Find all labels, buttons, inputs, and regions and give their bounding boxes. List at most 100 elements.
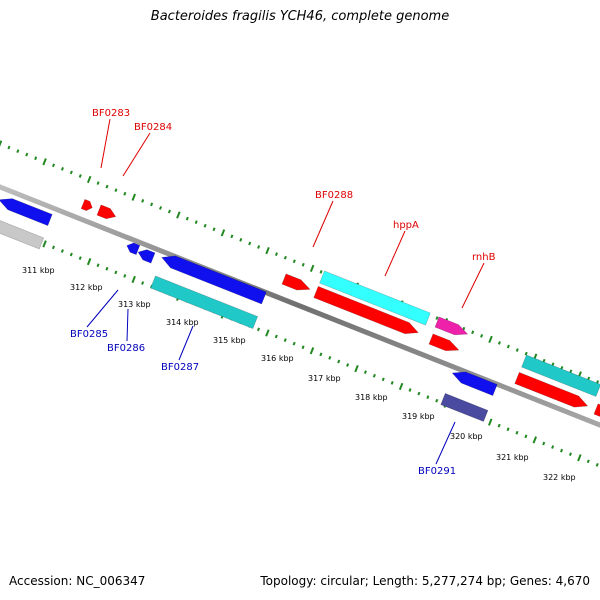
- gene-label[interactable]: BF0287: [161, 362, 199, 373]
- gene-bar-bf0291: [440, 393, 489, 422]
- minor-tick: [230, 234, 234, 239]
- minor-tick: [96, 263, 100, 268]
- minor-tick: [78, 256, 82, 260]
- minor-tick: [141, 198, 145, 203]
- minor-tick: [185, 216, 189, 221]
- major-tick: [265, 329, 270, 337]
- minor-tick: [551, 445, 555, 449]
- scale-label: 312 kbp: [70, 283, 103, 292]
- gene-label[interactable]: BF0286: [107, 343, 145, 354]
- scale-label: 322 kbp: [543, 473, 576, 482]
- genome-summary-text: Topology: circular; Length: 5,277,274 bp…: [260, 574, 590, 588]
- minor-tick: [114, 270, 118, 275]
- major-tick: [354, 364, 359, 373]
- major-tick: [398, 382, 404, 391]
- gene-arrow-rnhb: [434, 316, 469, 336]
- gene-features: [0, 198, 600, 422]
- minor-tick: [78, 174, 82, 178]
- inner-tick-ring: [0, 222, 599, 467]
- minor-tick: [346, 363, 350, 367]
- major-tick: [265, 246, 270, 255]
- minor-tick: [114, 188, 118, 193]
- minor-tick: [515, 348, 519, 352]
- minor-tick: [569, 369, 573, 374]
- minor-tick: [408, 388, 412, 392]
- minor-tick: [568, 452, 572, 457]
- minor-tick: [363, 370, 367, 375]
- minor-tick: [141, 281, 145, 285]
- minor-tick: [542, 358, 546, 363]
- major-tick: [220, 229, 226, 237]
- major-tick: [86, 175, 92, 184]
- minor-tick: [239, 238, 243, 242]
- minor-tick: [497, 423, 501, 428]
- scale-label: 316 kbp: [261, 354, 294, 363]
- minor-tick: [283, 338, 287, 342]
- minor-tick: [69, 170, 73, 175]
- gene-arrow-blue-right: [451, 371, 498, 396]
- gene-arrow-bf0287: [161, 255, 267, 305]
- accession-text: Accession: NC_006347: [9, 574, 146, 588]
- gene-arrow-red-2: [428, 333, 460, 352]
- minor-tick: [586, 459, 590, 464]
- scale-label: 321 kbp: [496, 453, 529, 462]
- major-tick: [488, 335, 493, 344]
- minor-tick: [587, 376, 591, 381]
- minor-tick: [435, 316, 439, 320]
- callout-leader-line: [122, 132, 151, 177]
- gene-arrow-bf0286: [137, 249, 156, 264]
- gene-bar-gray-left: [0, 220, 45, 250]
- minor-tick: [506, 344, 510, 349]
- minor-tick: [7, 145, 11, 150]
- minor-tick: [515, 430, 519, 435]
- scale-label: 320 kbp: [450, 432, 483, 441]
- minor-tick: [123, 191, 127, 196]
- minor-tick: [256, 327, 261, 332]
- gene-label[interactable]: BF0285: [70, 329, 108, 340]
- gene-label[interactable]: BF0291: [418, 466, 456, 477]
- major-tick: [131, 193, 136, 201]
- major-tick: [0, 140, 3, 147]
- minor-tick: [60, 167, 64, 171]
- gene-label[interactable]: BF0283: [92, 108, 130, 119]
- minor-tick: [417, 391, 421, 396]
- minor-tick: [69, 252, 73, 257]
- callout-leader-line: [461, 262, 485, 309]
- callout-leader-line: [384, 230, 406, 277]
- minor-tick: [381, 377, 385, 382]
- minor-tick: [560, 365, 564, 370]
- major-tick: [577, 454, 582, 462]
- minor-tick: [51, 163, 56, 168]
- gene-arrow-bf0288: [281, 273, 311, 291]
- minor-tick: [51, 245, 55, 250]
- callout-leader-line: [86, 289, 119, 328]
- gene-label[interactable]: BF0284: [134, 122, 172, 133]
- gene-label[interactable]: rnhB: [472, 252, 496, 263]
- scale-label: 317 kbp: [308, 374, 341, 383]
- gene-label[interactable]: hppA: [393, 220, 419, 231]
- minor-tick: [96, 181, 100, 185]
- major-tick: [532, 436, 538, 444]
- genome-backbone: [0, 184, 600, 428]
- minor-tick: [159, 206, 163, 210]
- callout-leader-line: [312, 200, 334, 248]
- minor-tick: [497, 341, 501, 345]
- minor-tick: [203, 223, 207, 228]
- minor-tick: [524, 351, 528, 356]
- callout-leader-line: [100, 118, 111, 169]
- gene-label[interactable]: BF0288: [315, 190, 353, 201]
- map-title: Bacteroides fragilis YCH46, complete gen…: [150, 9, 450, 24]
- minor-tick: [595, 463, 599, 467]
- minor-tick: [292, 341, 296, 346]
- scale-label: 311 kbp: [22, 266, 55, 275]
- minor-tick: [292, 259, 296, 264]
- minor-tick: [551, 362, 555, 367]
- gene-arrow-red-4: [593, 403, 600, 417]
- minor-tick: [596, 380, 600, 384]
- scale-label: 313 kbp: [118, 300, 151, 309]
- major-tick: [42, 240, 47, 248]
- minor-tick: [301, 262, 305, 267]
- major-tick: [176, 211, 181, 219]
